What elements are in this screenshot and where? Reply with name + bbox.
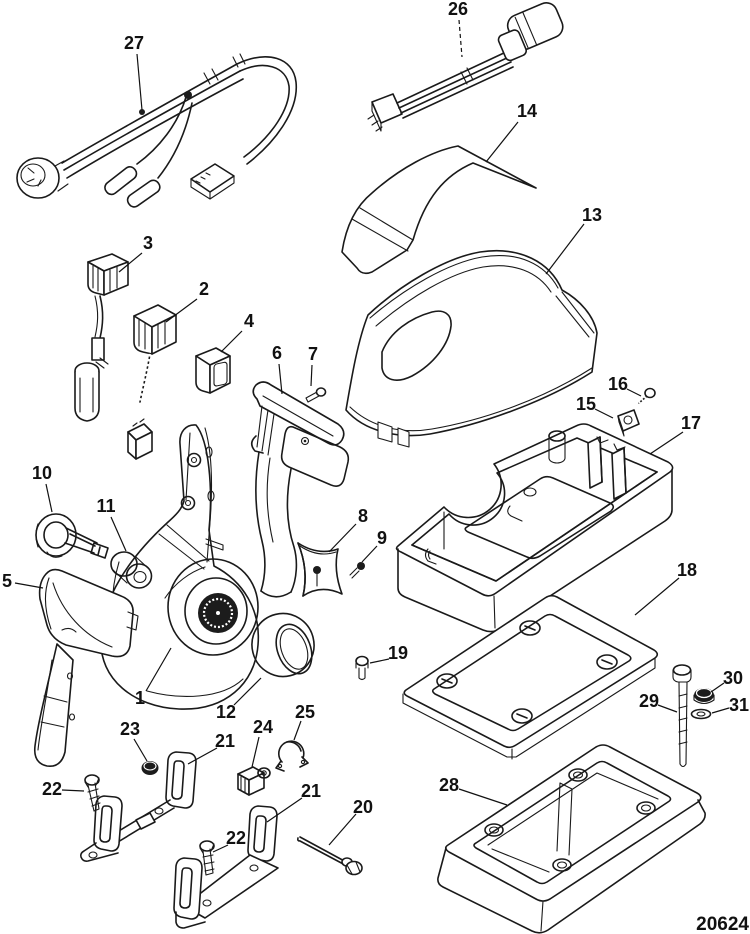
part-washer [690,708,712,720]
callout-13: 13 [582,205,602,225]
callout-21-lower: 21 [301,781,321,801]
callout-11: 11 [96,496,115,516]
callout-25: 25 [295,702,315,722]
part-bracket-upper [80,751,197,862]
part-key-cable [367,2,564,132]
part-small-nut [141,761,159,775]
part-bracket-lower [173,805,279,929]
callout-labels: 27 26 14 13 3 2 4 6 7 16 15 17 10 11 8 9… [2,0,749,848]
part-shaft-bushing [110,551,153,589]
leader-lines [14,19,730,853]
gasket-boss [436,620,618,724]
callout-23: 23 [120,719,140,739]
part-throttle-lever [250,381,350,598]
part-handle-grip [33,568,139,768]
callout-6: 6 [272,343,282,363]
callout-18: 18 [677,560,697,580]
callout-14: 14 [517,101,537,121]
callout-16: 16 [608,374,628,394]
callout-5: 5 [2,571,12,591]
part-lever-pin [305,387,327,403]
part-detent-pad [297,542,343,597]
part-spacer-plate [402,594,659,760]
part-bushing-ring [251,612,315,678]
part-friction-knob [35,513,109,559]
callout-4: 4 [244,311,254,331]
callout-12: 12 [216,702,236,722]
part-cable-anchor [237,766,271,796]
callout-19: 19 [388,643,408,663]
callout-8: 8 [358,506,368,526]
callout-1: 1 [135,688,145,708]
callout-10: 10 [32,463,52,483]
drawing-number: 20624 [696,914,749,934]
part-square-washer [617,409,640,437]
part-connector-lead [127,304,177,460]
part-locknut [693,687,715,705]
callout-30: 30 [723,668,743,688]
part-stop-switch [74,253,129,422]
callout-9: 9 [377,528,387,548]
callout-2: 2 [199,279,209,299]
callout-15: 15 [576,394,596,414]
part-pivot-bolt [296,836,363,876]
callout-22-left: 22 [42,779,62,799]
part-mounting-base [437,744,706,934]
callout-28: 28 [439,775,459,795]
part-bracket-screw-left [84,774,101,812]
part-top-cover [345,250,598,448]
callout-29: 29 [639,691,659,711]
part-rivet [355,655,369,681]
callout-17: 17 [681,413,701,433]
callout-20: 20 [353,797,373,817]
part-plug-block [195,347,231,394]
callout-3: 3 [143,233,153,253]
callout-26: 26 [448,0,468,19]
callout-24: 24 [253,717,273,737]
callout-7: 7 [308,344,318,364]
part-bottom-housing [395,423,674,633]
callout-22-lower: 22 [226,828,246,848]
part-control-body [100,424,260,710]
callout-21-upper: 21 [215,731,235,751]
part-bracket-screw-lower [199,840,215,876]
part-cable-clamp [275,740,309,772]
part-pad-screw [349,562,365,579]
part-cover-decal [341,145,537,275]
callout-27: 27 [124,33,144,53]
callout-31: 31 [729,695,749,715]
part-wiring-harness [16,53,298,208]
part-cover-screw [638,387,656,404]
part-anchor-bolt [672,664,692,768]
